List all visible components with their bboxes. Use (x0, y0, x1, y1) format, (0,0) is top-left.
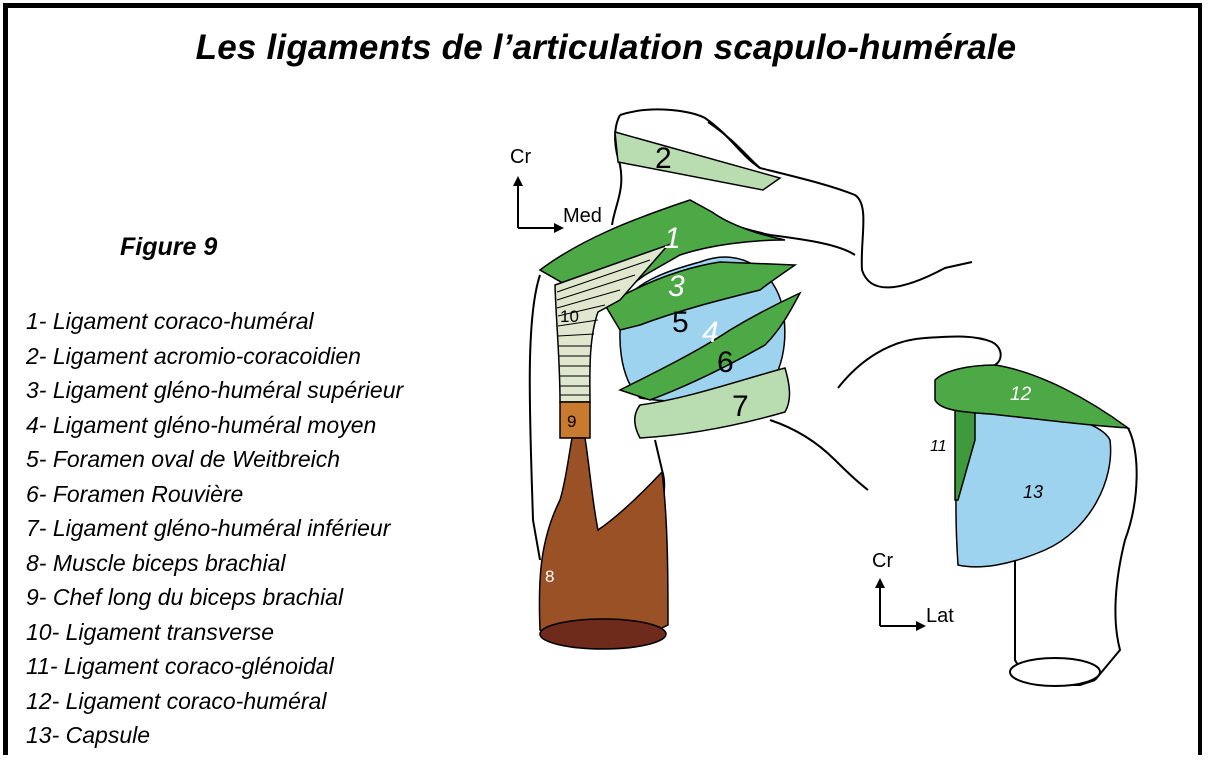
orientation-lateral-cr: Cr (872, 550, 893, 572)
biceps-section (540, 619, 666, 649)
label-10: 10 (560, 307, 579, 326)
label-5: 5 (672, 306, 689, 339)
label-8: 8 (545, 567, 554, 586)
coracoid-outline (612, 115, 621, 225)
orientation-front: Cr Med (510, 146, 602, 228)
label-2: 2 (655, 142, 672, 175)
label-9: 9 (567, 412, 576, 431)
orientation-front-med: Med (563, 205, 602, 227)
biceps-muscle-8 (539, 438, 668, 638)
scapula-outline (620, 109, 972, 287)
ligament-2 (615, 132, 780, 190)
label-1: 1 (664, 222, 681, 255)
orientation-lateral-lat: Lat (926, 605, 954, 627)
humerus-lateral-section (1010, 658, 1100, 686)
orientation-front-cr: Cr (510, 146, 531, 168)
label-13: 13 (1023, 482, 1043, 502)
label-3: 3 (668, 270, 685, 303)
label-11: 11 (930, 438, 947, 455)
label-6: 6 (717, 346, 734, 379)
lateral-view: 12 11 13 Cr Lat (838, 337, 1137, 686)
front-view: 2 1 3 5 4 6 7 10 9 8 Cr Med (510, 109, 972, 649)
label-4: 4 (702, 316, 719, 349)
label-7: 7 (732, 390, 749, 423)
label-12: 12 (1010, 384, 1032, 405)
orientation-lateral: Cr Lat (872, 550, 954, 627)
